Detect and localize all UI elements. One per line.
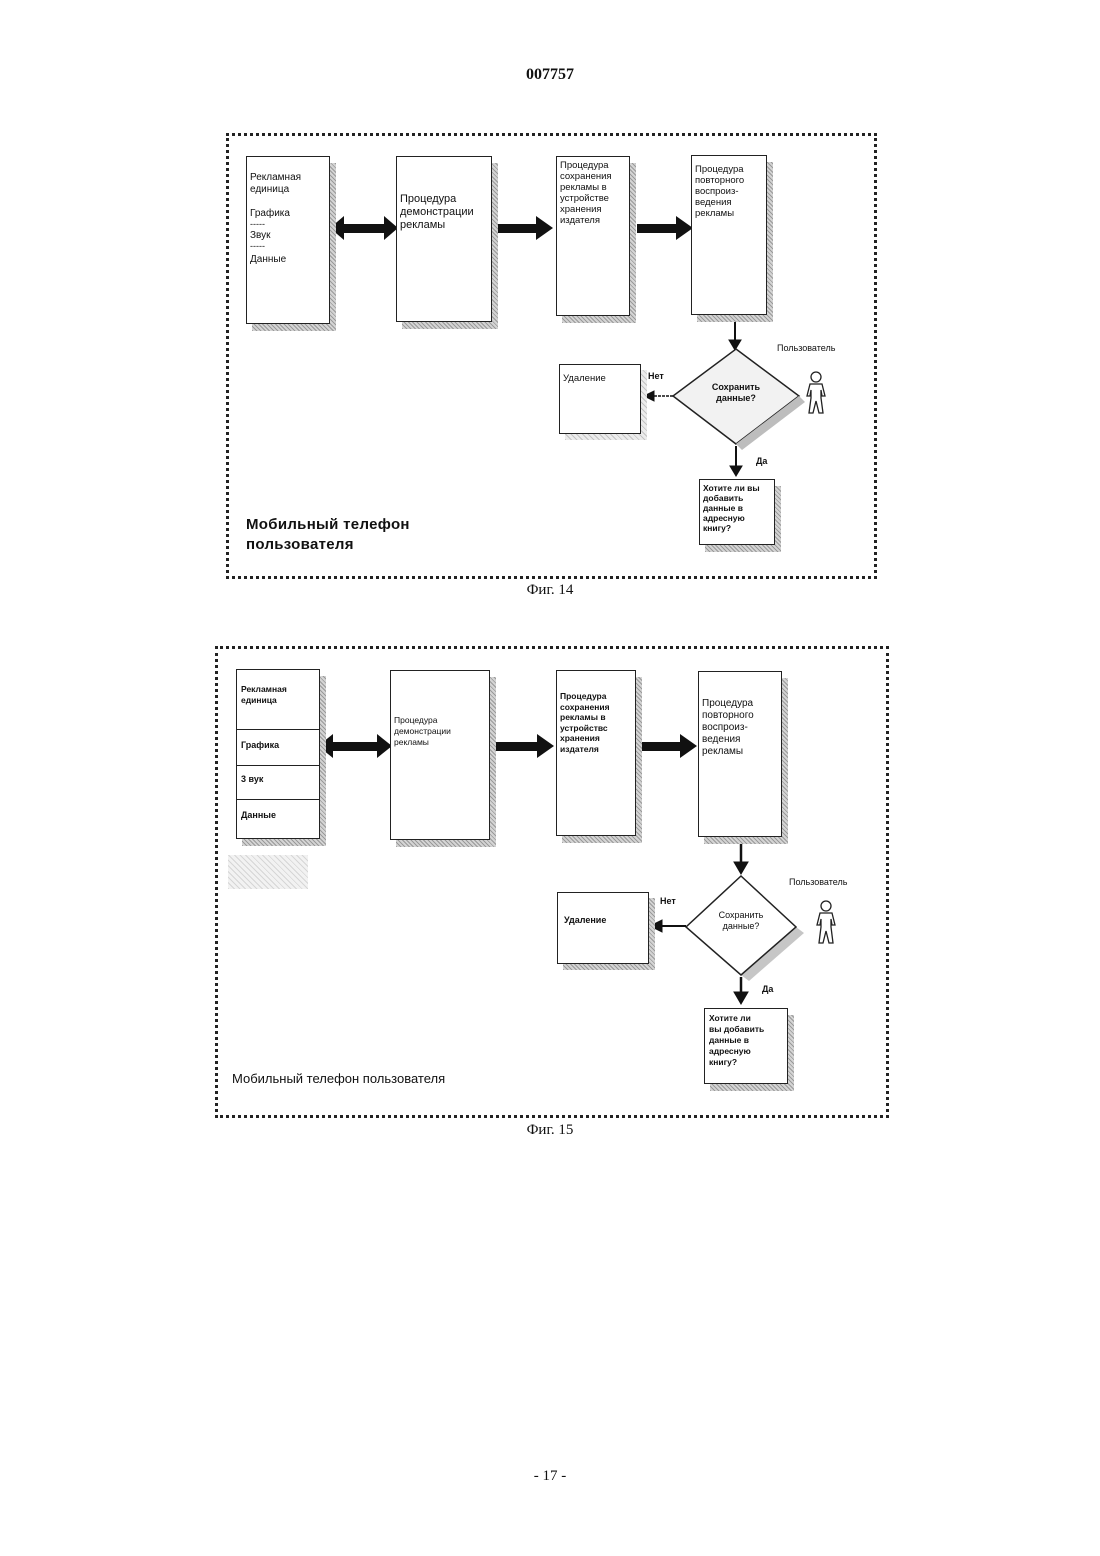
fig15-arrow-yes (734, 977, 748, 1004)
fig15-replay-label: Процедура повторного воспроиз- ведения р… (699, 672, 781, 762)
fig15-save-box: Процедура сохранения рекламы в устройств… (556, 670, 636, 836)
fig15-ad-unit-data: Данные (237, 800, 319, 821)
fig15-ad-unit-title: Рекламная единица (237, 670, 319, 730)
fig15-save-label: Процедура сохранения рекламы в устройств… (557, 671, 635, 758)
fig15-no-label: Нет (660, 896, 676, 907)
fig15-user-label: Пользователь (789, 877, 847, 887)
fig15-ad-unit-graphics: Графика (237, 730, 319, 766)
fig15-arrow-save-replay (637, 734, 697, 758)
fig15-delete-box: Удаление (557, 892, 649, 964)
fig15-address-box: Хотите ли вы добавить данные в адресную … (704, 1008, 788, 1084)
fig15-phone-label: Мобильный телефон пользователя (232, 1071, 445, 1086)
page-number: - 17 - (0, 1468, 1100, 1485)
fig15-caption: Фиг. 15 (450, 1122, 650, 1139)
fig15-arrow-no (650, 920, 686, 932)
fig15-display-label: Процедура демонстрации рекламы (391, 671, 489, 752)
fig15-address-label: Хотите ли вы добавить данные в адресную … (705, 1009, 787, 1072)
fig15-display-box: Процедура демонстрации рекламы (390, 670, 490, 840)
fig15-yes-label: Да (762, 984, 773, 995)
fig15-ad-unit-box: Рекламная единица Графика 3 вук Данные (236, 669, 320, 839)
fig15-arrow-display-save (492, 734, 554, 758)
fig15-delete-label: Удаление (558, 893, 648, 930)
fig15-decision-label: Сохранить данные? (710, 910, 772, 932)
fig15-replay-box: Процедура повторного воспроиз- ведения р… (698, 671, 782, 837)
fig15-scan-noise (228, 855, 308, 889)
fig15-ad-unit-sound: 3 вук (237, 766, 319, 800)
fig15-user-icon (817, 901, 835, 943)
fig15-double-arrow (318, 734, 392, 758)
